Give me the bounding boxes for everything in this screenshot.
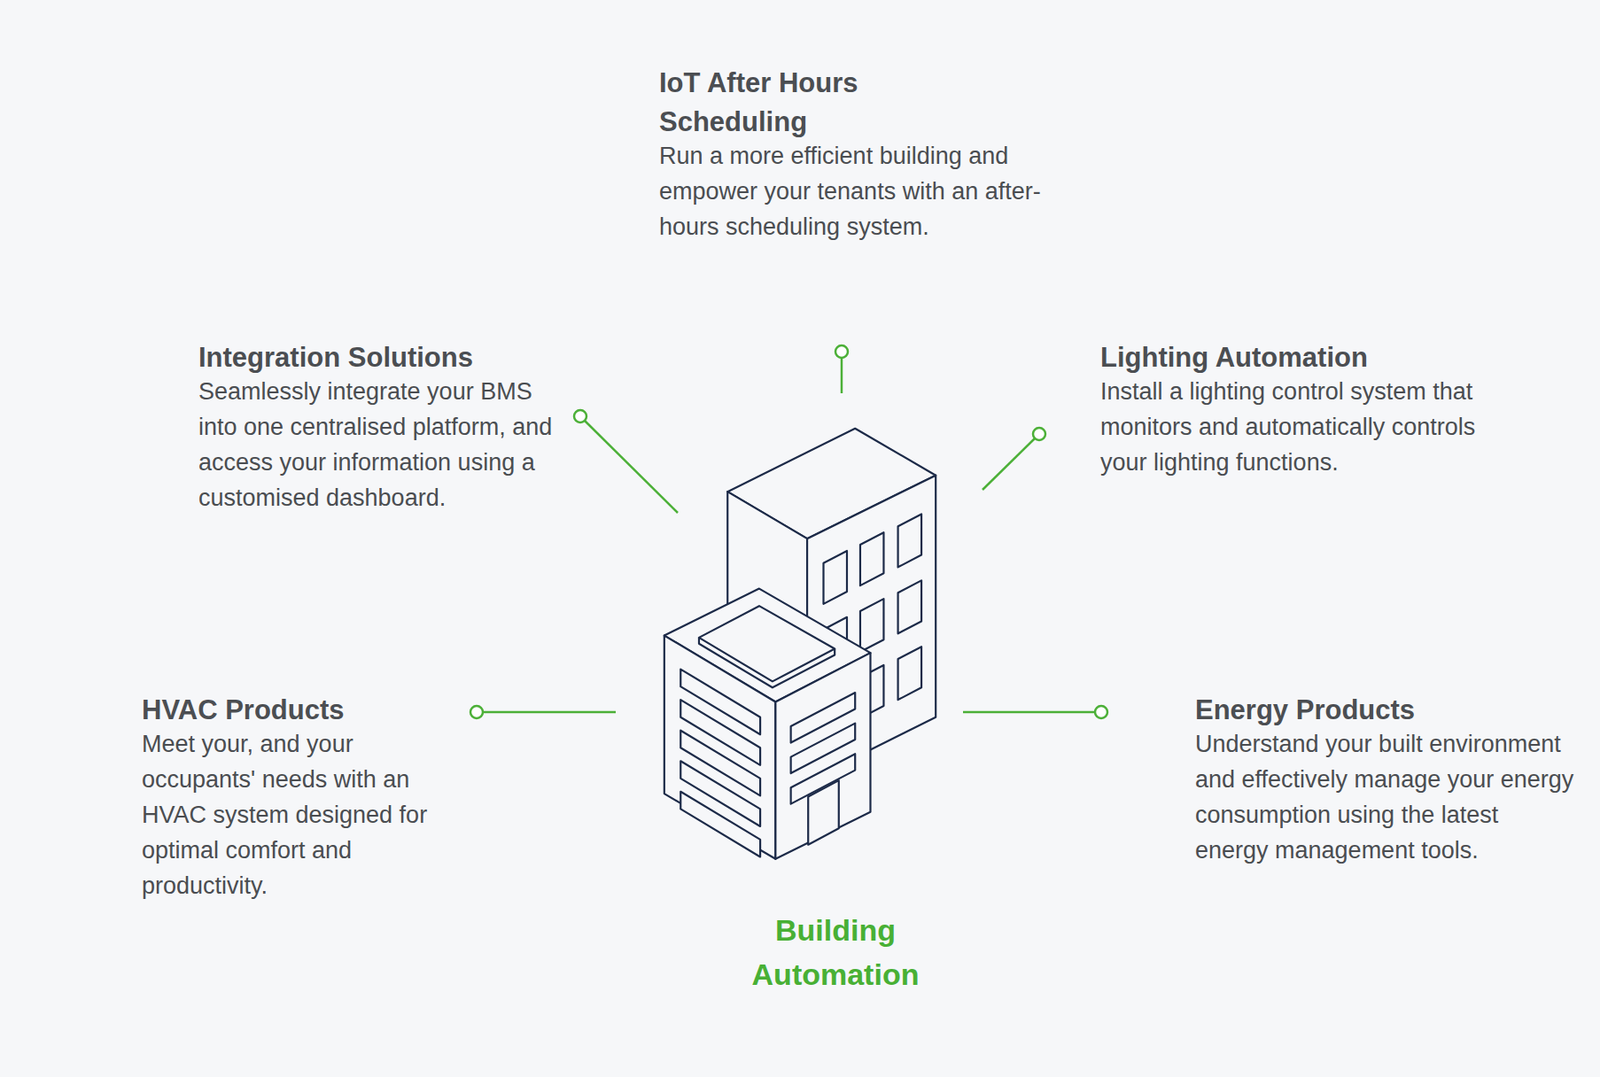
leader-dot — [574, 410, 587, 423]
feature-heading: Lighting Automation — [1100, 338, 1500, 378]
front-right-face — [775, 652, 870, 860]
feature-description: Run a more efficient building and empowe… — [659, 138, 1049, 245]
leader-line — [584, 420, 678, 513]
feature-description: Meet your, and your occupants' needs wit… — [141, 726, 472, 904]
feature-heading: Energy Products — [1195, 691, 1577, 731]
window — [898, 514, 922, 568]
feature-description: Understand your built environment and ef… — [1195, 726, 1577, 869]
facade-slat — [680, 792, 761, 858]
leader-dot — [1033, 427, 1046, 441]
center-title: Building Automation — [715, 908, 956, 997]
leader-dot — [470, 706, 483, 719]
leader-line — [982, 438, 1035, 490]
leader-dot — [1095, 706, 1108, 719]
building-drawing — [664, 428, 936, 860]
front-left-face — [664, 636, 777, 860]
feature-heading: Integration Solutions — [198, 338, 562, 378]
feature-description: Seamlessly integrate your BMS into one c… — [198, 373, 558, 516]
window — [860, 598, 884, 653]
leader-line — [963, 711, 1096, 715]
window — [860, 532, 884, 586]
window — [898, 580, 922, 634]
slat-group — [680, 669, 855, 858]
feature-heading: HVAC Products — [141, 691, 470, 731]
leader-dot — [835, 345, 848, 358]
window — [898, 646, 922, 700]
window — [823, 551, 847, 605]
feature-heading: IoT After Hours Scheduling — [659, 63, 925, 142]
leader-line — [840, 358, 844, 394]
leader-line — [482, 711, 616, 715]
door — [807, 780, 839, 846]
feature-description: Install a lighting control system that m… — [1100, 373, 1491, 481]
